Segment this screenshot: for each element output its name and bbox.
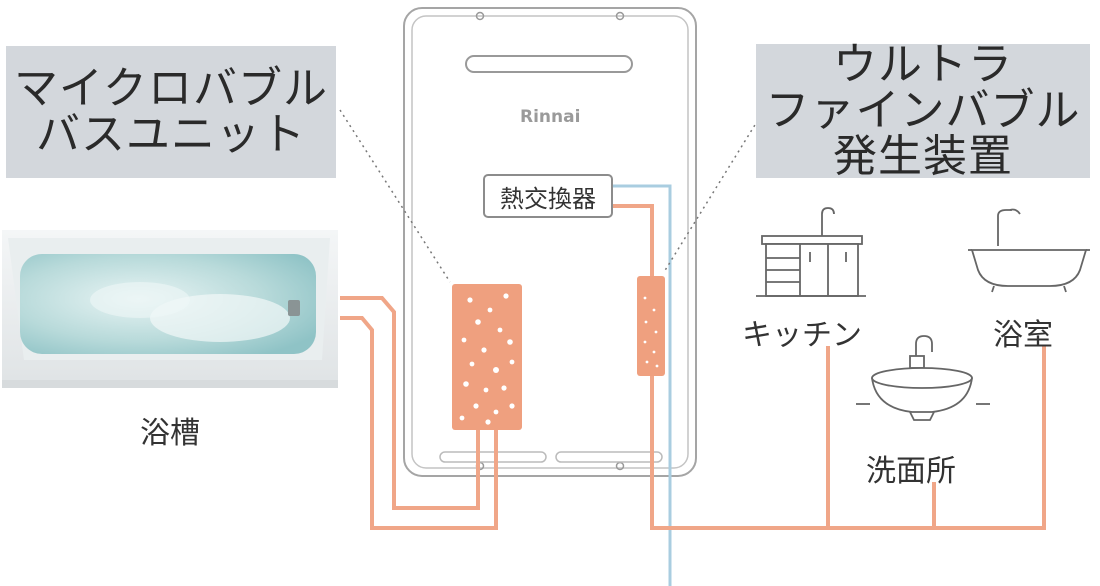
bathtub-icon bbox=[2, 230, 338, 388]
brand-logo: Rinnai bbox=[520, 107, 580, 127]
ultra-label-line1: ウルトラ bbox=[766, 42, 1081, 88]
bathroom-label: 浴室 bbox=[993, 310, 1053, 354]
wash-basin-icon bbox=[856, 336, 990, 420]
kitchen-label: キッチン bbox=[742, 310, 862, 354]
ultra-label-line2: ファインバブル bbox=[766, 88, 1081, 134]
micro-bubble-label-box: マイクロバブル バスユニット bbox=[6, 46, 336, 178]
micro-bubble-device bbox=[452, 284, 522, 430]
micro-bubble-label-line2: バスユニット bbox=[14, 112, 328, 158]
washroom-label: 洗面所 bbox=[866, 446, 956, 490]
ultra-fine-bubble-label-box: ウルトラ ファインバブル 発生装置 bbox=[756, 44, 1090, 178]
micro-bubble-label-line1: マイクロバブル bbox=[14, 66, 328, 112]
heat-exchanger-label: 熱交換器 bbox=[483, 174, 613, 218]
bathtub-label: 浴槽 bbox=[140, 408, 200, 452]
ultra-label-line3: 発生装置 bbox=[766, 134, 1081, 180]
kitchen-sink-icon bbox=[756, 208, 866, 296]
bath-icon bbox=[968, 210, 1090, 293]
ultra-fine-bubble-device bbox=[637, 276, 665, 376]
